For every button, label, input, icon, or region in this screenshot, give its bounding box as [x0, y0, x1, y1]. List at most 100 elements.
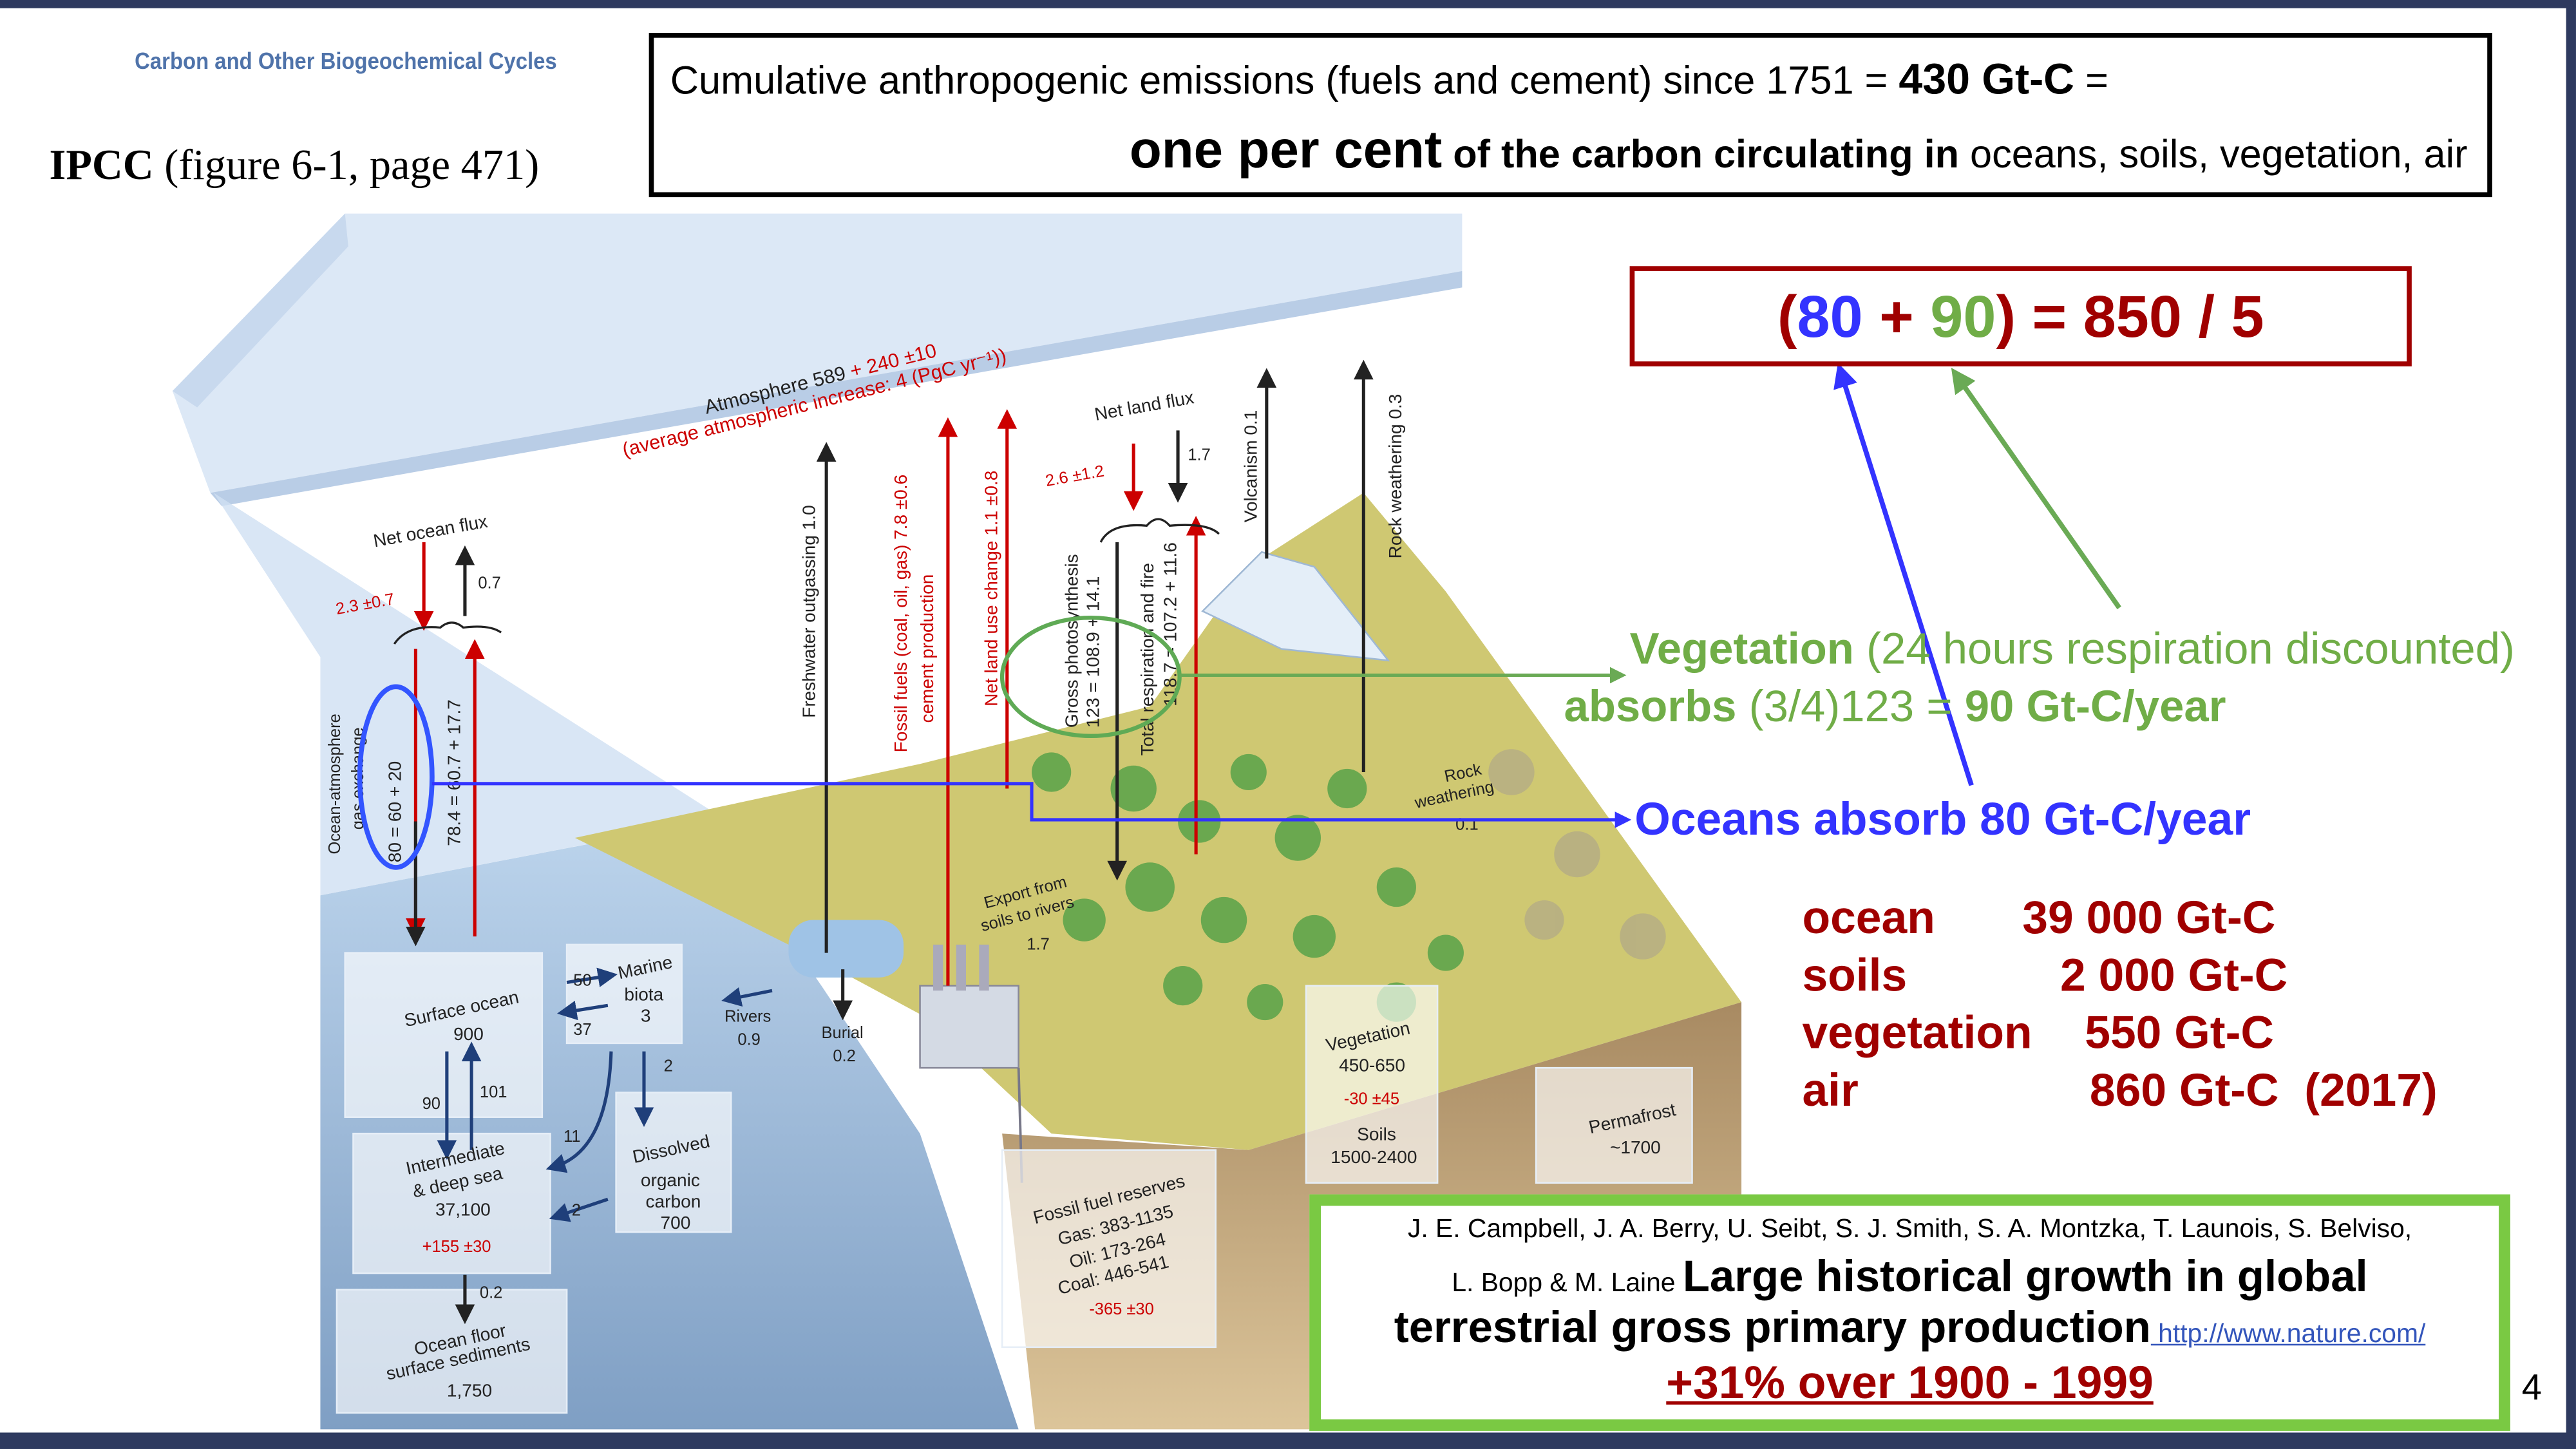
net-ocean-brace	[393, 621, 502, 645]
vegetation-reservoir-value: 450-650	[1339, 1055, 1405, 1075]
reference-authors-2: L. Bopp & M. Laine	[1452, 1269, 1683, 1298]
soils-reservoir-label: Soils	[1357, 1124, 1396, 1144]
eq-vegetation-value: 90	[1930, 282, 1996, 350]
vegetation-note-line-2: absorbs (3/4)123 = 90 Gt-C/year	[1564, 682, 2226, 733]
summary-equals: =	[2074, 59, 2108, 104]
eq-open: (	[1777, 282, 1797, 350]
fossil-reserves-delta: -365 ±30	[1089, 1300, 1153, 1318]
reservoir-boxes	[336, 943, 1693, 1414]
permafrost-pattern	[1488, 749, 1666, 960]
deep-sea-value: 37,100	[435, 1200, 491, 1220]
ocean-connector-arrow	[431, 782, 1632, 828]
gpp-growth-highlight: +31% over 1900 - 1999	[1666, 1357, 2154, 1408]
freshwater-outgassing-label: Freshwater outgassing 1.0	[799, 505, 819, 718]
summary-end: oceans, soils, vegetation, air	[1959, 133, 2468, 178]
page-number: 4	[2521, 1367, 2543, 1408]
gross-photosynthesis-value: 123 = 108.9 + 14.1	[1083, 576, 1103, 728]
net-land-up-value: 1.7	[1188, 446, 1210, 464]
summary-text: Cumulative anthropogenic emissions (fuel…	[670, 59, 1899, 104]
reference-title-2: terrestrial gross primary production	[1394, 1302, 2151, 1352]
reservoir-value-vegetation: 550 Gt-C	[2085, 1007, 2274, 1058]
reservoir-name-air: air	[1802, 1065, 1859, 1116]
vegetation-qualifier: (24 hours respiration discounted)	[1853, 624, 2515, 674]
reference-title-1: Large historical growth in global	[1682, 1251, 2368, 1302]
deep-sea-delta: +155 ±30	[422, 1238, 491, 1256]
gross-photosynthesis-label: Gross photosynthesis	[1061, 554, 1081, 728]
reference-line-2: L. Bopp & M. Laine Large historical grow…	[1321, 1252, 2499, 1303]
volcanism-label: Volcanism 0.1	[1241, 410, 1261, 523]
emissions-summary-box: Cumulative anthropogenic emissions (fuel…	[649, 33, 2492, 198]
cement-label: cement production	[917, 574, 937, 723]
source-citation: IPCC (figure 6-1, page 471)	[50, 141, 540, 191]
flux-2-doc: 2	[664, 1057, 673, 1075]
vegetation-note-line-1: Vegetation (24 hours respiration discoun…	[1630, 624, 2515, 675]
reservoir-name-soils: soils	[1802, 949, 1908, 1001]
marine-biota-label-2: biota	[624, 985, 663, 1005]
burial-label: Burial	[822, 1024, 864, 1042]
reservoir-value-soils: 2 000 Gt-C	[2060, 949, 2288, 1001]
net-land-down-value: 2.6 ±1.2	[1044, 462, 1105, 490]
net-ocean-flux-label: Net ocean flux	[372, 511, 489, 551]
reference-box: J. E. Campbell, J. A. Berry, U. Seibt, S…	[1309, 1194, 2510, 1431]
ocean-floor-value: 1,750	[447, 1380, 492, 1400]
reservoir-name-vegetation: vegetation	[1802, 1007, 2032, 1058]
vegetation-reservoir-delta: -30 ±45	[1344, 1090, 1399, 1108]
gas-exchange-label: Ocean-atmosphere	[326, 714, 344, 854]
rock-weathering-up-label: Rock weathering 0.3	[1385, 394, 1405, 559]
reference-line-3: terrestrial gross primary production htt…	[1321, 1303, 2499, 1354]
respiration-value: 118.7 = 107.2 + 11.6	[1160, 542, 1180, 706]
summary-line-2: one per cent of the carbon circulating i…	[1130, 120, 2468, 180]
fossil-fuels-label: Fossil fuels (coal, oil, gas) 7.8 ±0.6	[891, 475, 911, 753]
flux-101: 101	[480, 1083, 507, 1101]
one-per-cent: one per cent	[1129, 120, 1443, 180]
reservoir-name-ocean: ocean	[1802, 892, 1935, 943]
oceans-absorb-note: Oceans absorb 80 Gt-C/year	[1634, 793, 2251, 845]
rivers-value: 0.9	[737, 1030, 760, 1048]
ocean-to-equation-arrow	[1833, 363, 1974, 786]
eq-plus: +	[1862, 282, 1931, 350]
top-frame-bar	[0, 0, 2576, 8]
vegetation-absorption-value: 90 Gt-C/year	[1964, 681, 2226, 732]
marine-biota-value: 3	[641, 1006, 651, 1026]
source-name: IPCC	[49, 141, 154, 189]
eq-result: ) = 850 / 5	[1996, 282, 2264, 350]
vegetation-heading: Vegetation	[1629, 624, 1854, 674]
reservoir-value-ocean: 39 000 Gt-C	[2022, 892, 2276, 943]
equation-box: (80 + 90) = 850 / 5	[1629, 266, 2412, 366]
vegetation-calc: (3/4)123 =	[1736, 681, 1965, 732]
flux-90: 90	[422, 1095, 440, 1113]
doc-label-2: organic	[641, 1170, 700, 1190]
volcano	[1201, 551, 1390, 662]
reference-authors: J. E. Campbell, J. A. Berry, U. Seibt, S…	[1407, 1215, 2412, 1244]
absorbs-label: absorbs	[1564, 681, 1737, 732]
soils-reservoir-value: 1500-2400	[1331, 1147, 1417, 1167]
eq-ocean-value: 80	[1797, 282, 1863, 350]
photosynthesis-highlight-ellipse	[999, 615, 1182, 739]
doc-label-3: carbon	[646, 1191, 701, 1211]
summary-line-1: Cumulative anthropogenic emissions (fuel…	[670, 54, 2108, 105]
land-use-change-label: Net land use change 1.1 ±0.8	[981, 471, 1001, 706]
burial-value: 0.2	[833, 1047, 855, 1065]
source-detail: (figure 6-1, page 471)	[153, 141, 540, 189]
ocean-surface	[213, 493, 723, 896]
rivers-label: Rivers	[724, 1008, 771, 1026]
factory	[919, 944, 1023, 1183]
gas-exchange-down-value: 80 = 60 + 20	[384, 761, 404, 863]
surface-ocean-value: 900	[453, 1024, 484, 1044]
chapter-title: Carbon and Other Biogeochemical Cycles	[135, 47, 557, 74]
ocean-exchange-highlight-ellipse	[357, 684, 435, 870]
flux-2-deep: 2	[572, 1202, 581, 1220]
river	[788, 920, 904, 978]
atmosphere-slab	[172, 213, 1463, 506]
summary-mid: of the carbon circulating in	[1442, 133, 1960, 178]
flux-11: 11	[564, 1128, 580, 1146]
net-land-flux-label: Net land flux	[1093, 387, 1195, 424]
doc-value: 700	[661, 1213, 691, 1233]
flux-0-2: 0.2	[480, 1283, 502, 1302]
bottom-frame-bar	[0, 1432, 2576, 1449]
gas-exchange-up-value: 78.4 = 60.7 + 17.7	[444, 699, 464, 846]
nature-link[interactable]: http://www.nature.com/	[2150, 1321, 2426, 1349]
reservoir-value-air: 860 Gt-C (2017)	[2089, 1065, 2438, 1116]
